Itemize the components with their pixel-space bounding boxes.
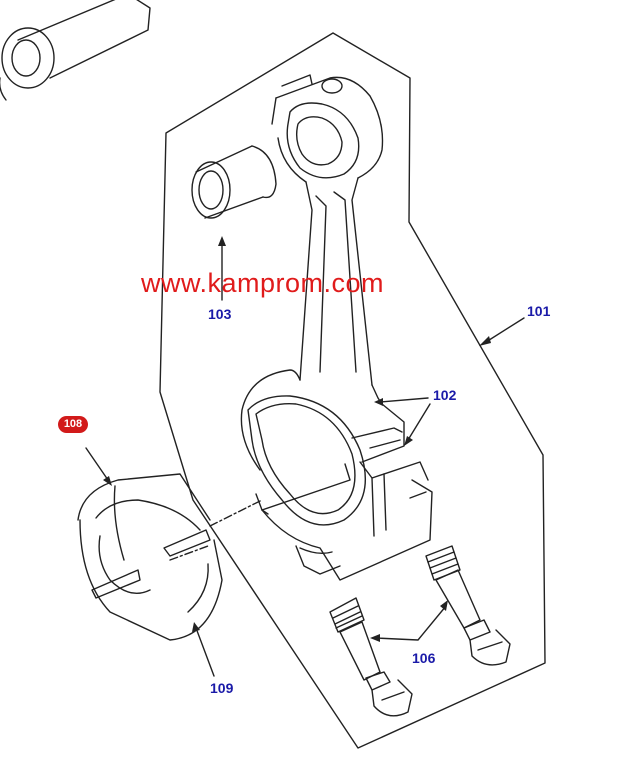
leader-109 [195, 627, 215, 677]
connecting-rod [240, 74, 433, 581]
assembly-outline [159, 32, 546, 749]
leader-101 [485, 317, 525, 343]
part-label-108-badge[interactable]: 108 [58, 416, 88, 433]
bolt-106-left [329, 597, 413, 717]
leader-106 [375, 605, 447, 641]
part-label-106[interactable]: 106 [412, 650, 436, 666]
leader-108 [85, 447, 109, 481]
bolt-106-right [425, 545, 511, 666]
top-bushing-partial [0, 0, 151, 101]
watermark-text: www.kamprom.com [141, 268, 385, 298]
bearing-shells-108-109 [77, 473, 223, 641]
part-label-109[interactable]: 109 [210, 680, 234, 696]
bushing-103 [191, 145, 277, 219]
part-label-101[interactable]: 101 [527, 303, 551, 319]
leader-102-a [379, 397, 429, 403]
part-label-103[interactable]: 103 [208, 306, 232, 322]
leader-102-b [407, 403, 431, 441]
part-label-102[interactable]: 102 [433, 387, 457, 403]
